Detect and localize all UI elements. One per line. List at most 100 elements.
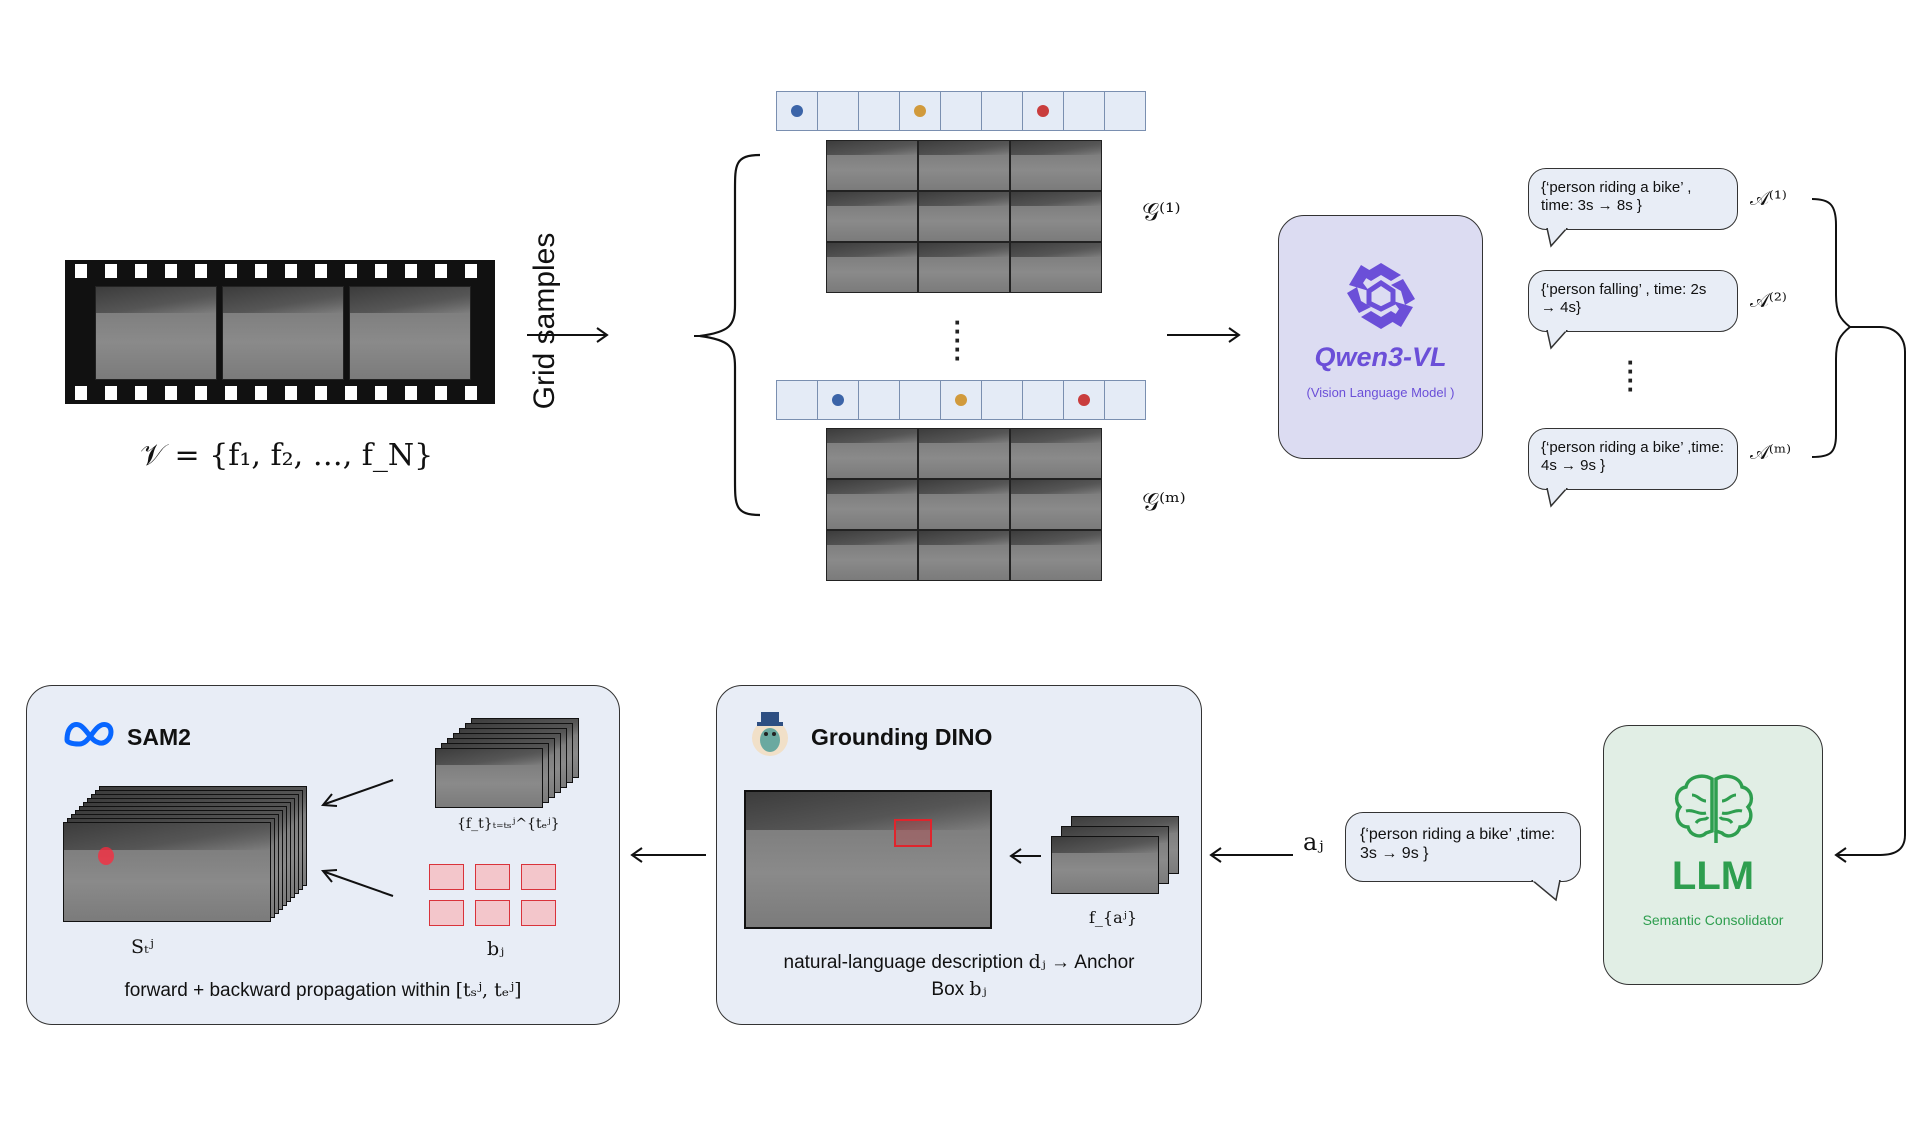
sam-frame-stack xyxy=(435,718,585,810)
anchor-box-cell xyxy=(521,900,556,926)
dino-frame-label: f_{aʲ} xyxy=(1089,908,1138,927)
sam-mask-label: Sₜʲ xyxy=(131,936,154,958)
film-sprocket-hole xyxy=(405,264,417,278)
llm-name: LLM xyxy=(1671,854,1755,898)
film-sprocket-hole xyxy=(195,386,207,400)
grid1-label: 𝒢⁽¹⁾ xyxy=(1142,198,1181,226)
bubble-tail-1 xyxy=(1546,228,1569,248)
film-sprocket-hole xyxy=(105,386,117,400)
film-sprocket-hole xyxy=(435,264,447,278)
sam-frames-label: {f_t}ₜ₌ₜₛʲ^{tₑʲ} xyxy=(457,816,560,832)
grid-frame-thumbnail xyxy=(1010,140,1102,191)
anchor-label: aⱼ xyxy=(1303,828,1324,856)
sam-mask-frame xyxy=(63,822,271,922)
film-sprocket-hole xyxy=(75,264,87,278)
arrow-frames-to-detection xyxy=(1009,848,1041,864)
dino-caption-bj: bⱼ xyxy=(969,978,987,1000)
sam-caption-text: forward + backward propagation within xyxy=(124,980,451,1001)
grid-samples-label: Grid samples xyxy=(528,232,561,410)
sample-dot-2 xyxy=(955,394,967,406)
film-sprocket-hole xyxy=(255,386,267,400)
sample-dot-1 xyxy=(832,394,844,406)
sample-dot-1 xyxy=(791,105,803,117)
arrow-frames-to-masks xyxy=(321,779,394,807)
film-sprocket-hole xyxy=(405,386,417,400)
film-sprocket-hole xyxy=(225,264,237,278)
gridm-mosaic xyxy=(826,428,1102,581)
annotation-text-2: {‘person falling’ , time: 2s → 4s} xyxy=(1541,281,1707,316)
annotation-text-1: {‘person riding a bike’ , time: 3s → 8s … xyxy=(1541,179,1692,214)
grid-frame-thumbnail xyxy=(1010,530,1102,581)
curly-brace xyxy=(694,153,760,517)
arrow-boxes-to-masks xyxy=(321,869,394,897)
grid-frame-thumbnail xyxy=(1010,428,1102,479)
grid-frame-thumbnail xyxy=(1010,242,1102,293)
sam-caption-range: [tₛʲ, tₑʲ] xyxy=(455,979,522,1001)
grid-frame-thumbnail xyxy=(918,242,1010,293)
annotation-text-m: {‘person riding a bike’ ,time: 4s → 9s } xyxy=(1541,439,1724,474)
film-sprocket-hole xyxy=(465,264,477,278)
anchor-box-cell xyxy=(521,864,556,890)
grid-frame-thumbnail xyxy=(826,140,918,191)
film-frame-3 xyxy=(349,286,471,380)
gridm-label: 𝒢⁽ᵐ⁾ xyxy=(1142,488,1186,516)
grid-frame-thumbnail xyxy=(1010,479,1102,530)
dino-panel: Grounding DINO f_{aʲ} natural-language d… xyxy=(716,685,1202,1025)
annotation-label-m: 𝒜⁽ᵐ⁾ xyxy=(1750,440,1792,464)
film-sprocket-hole xyxy=(435,386,447,400)
arrow-film-to-grid xyxy=(527,327,609,343)
annotation-bubble-1: {‘person riding a bike’ , time: 3s → 8s … xyxy=(1528,168,1738,230)
sam-stacked-frame xyxy=(435,748,543,808)
qwen-logo-icon xyxy=(1347,263,1415,329)
grid-frame-thumbnail xyxy=(826,428,918,479)
dino-caption-text-a: natural-language description xyxy=(783,952,1024,973)
film-sprocket-hole xyxy=(315,386,327,400)
llm-box: LLM Semantic Consolidator xyxy=(1603,725,1823,985)
bubble-tail-m xyxy=(1546,488,1569,508)
dino-detection-frame xyxy=(744,790,992,929)
grid1-sample-strip xyxy=(776,91,1146,131)
film-sprocket-hole xyxy=(225,386,237,400)
arrow-dino-to-sam xyxy=(630,847,706,863)
dino-stacked-frame xyxy=(1051,836,1159,894)
sample-dot-2 xyxy=(914,105,926,117)
sam-panel: SAM2 Sₜʲ {f_t}ₜ₌ₜₛʲ^{tₑʲ} bⱼ forward + b… xyxy=(26,685,620,1025)
sam-caption: forward + backward propagation within [t… xyxy=(27,979,619,1002)
film-sprocket-hole xyxy=(375,264,387,278)
arrow-grid-to-vlm xyxy=(1167,327,1241,343)
sam-title: SAM2 xyxy=(127,724,191,750)
annotations-brace-connector xyxy=(1811,198,1906,863)
dino-caption-text-c: Box xyxy=(931,979,965,1000)
gridm-sample-strip xyxy=(776,380,1146,420)
vlm-box: Qwen3-VL (Vision Language Model ) xyxy=(1278,215,1483,459)
film-sprocket-hole xyxy=(105,264,117,278)
film-sprocket-hole xyxy=(345,386,357,400)
film-sprocket-hole xyxy=(195,264,207,278)
annotation-label-1: 𝒜⁽¹⁾ xyxy=(1750,186,1787,210)
dino-title: Grounding DINO xyxy=(811,724,993,750)
anchor-box-cell xyxy=(429,900,464,926)
annotation-bubble-2: {‘person falling’ , time: 2s → 4s} xyxy=(1528,270,1738,332)
dino-caption-text-b: → Anchor xyxy=(1051,952,1135,973)
film-sprocket-hole xyxy=(285,386,297,400)
grid-frame-thumbnail xyxy=(918,530,1010,581)
grid-frame-thumbnail xyxy=(918,428,1010,479)
bubble-tail-2 xyxy=(1546,330,1569,350)
grid-frame-thumbnail xyxy=(826,530,918,581)
film-sprocket-hole xyxy=(315,264,327,278)
film-sprocket-hole xyxy=(345,264,357,278)
grid-frame-thumbnail xyxy=(918,191,1010,242)
brain-icon xyxy=(1674,774,1754,843)
sam-boxes-label: bⱼ xyxy=(487,938,505,960)
grid-frame-thumbnail xyxy=(826,479,918,530)
grid-frame-thumbnail xyxy=(918,140,1010,191)
film-frame-2 xyxy=(222,286,344,380)
grid-frame-thumbnail xyxy=(1010,191,1102,242)
anchor-box-highlight xyxy=(894,819,932,847)
meta-logo-icon xyxy=(64,722,114,747)
anchor-box-cell xyxy=(429,864,464,890)
anchor-box-cell xyxy=(475,864,510,890)
dino-caption: natural-language description dⱼ → Anchor… xyxy=(717,949,1201,1003)
annotation-label-2: 𝒜⁽²⁾ xyxy=(1750,288,1787,312)
grid-frame-thumbnail xyxy=(826,242,918,293)
